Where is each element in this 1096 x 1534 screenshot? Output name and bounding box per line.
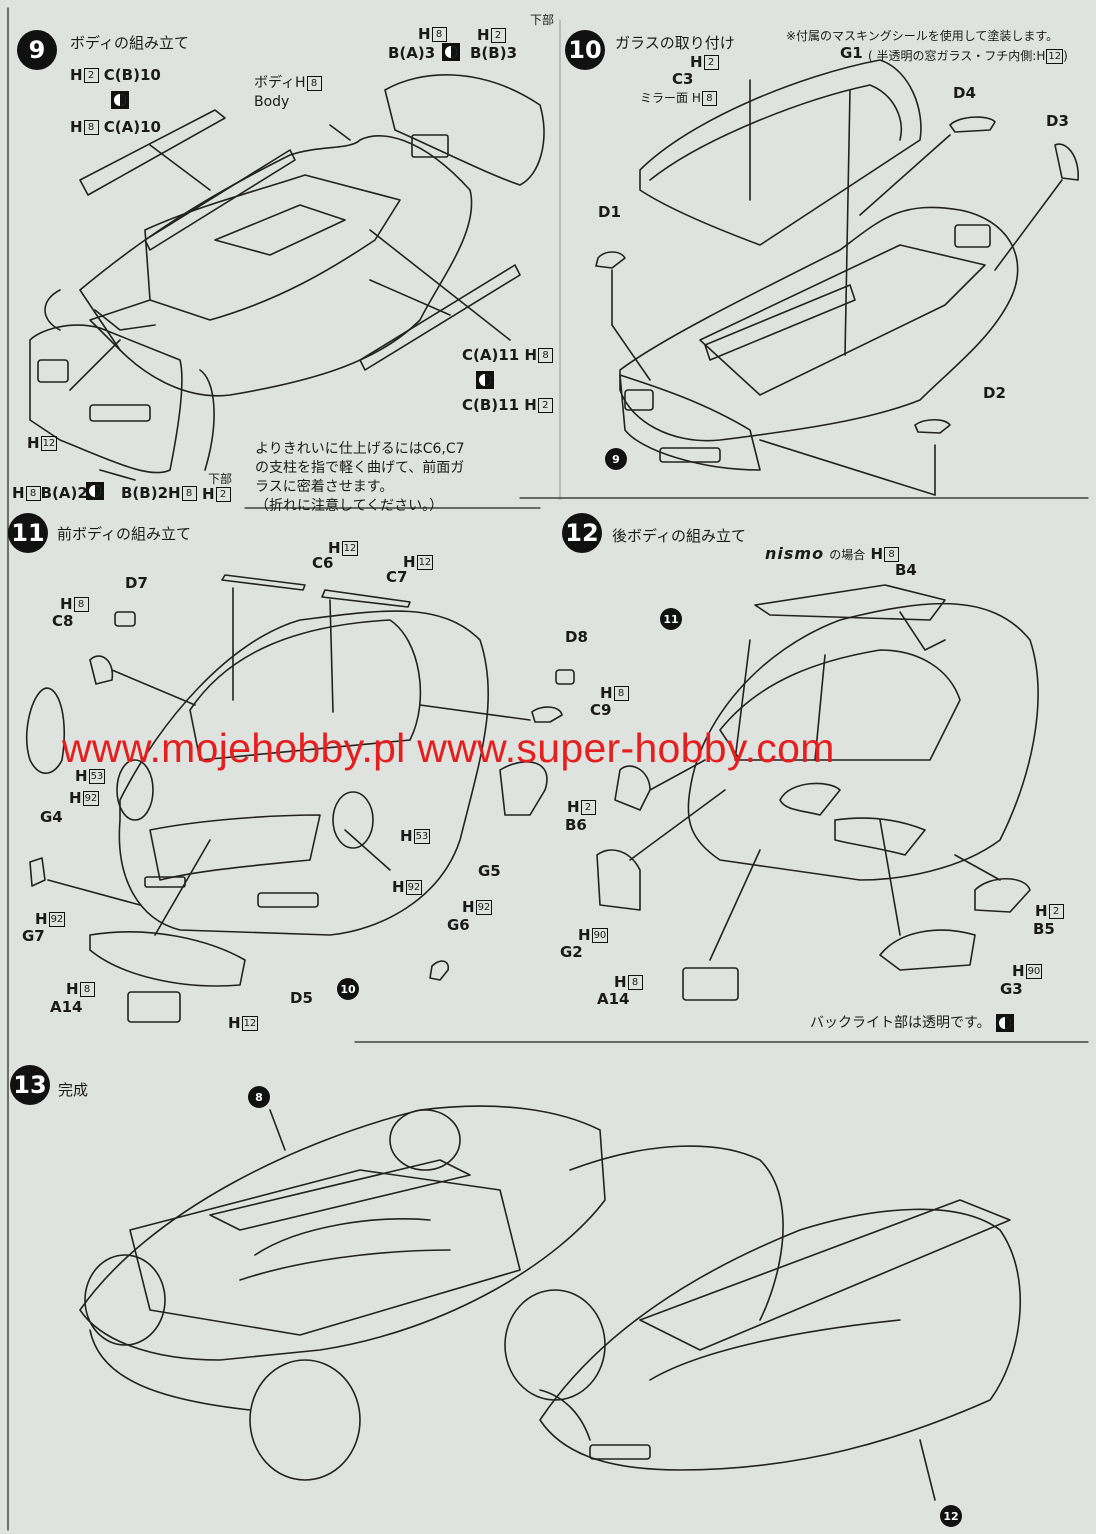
clear-paint-icon [475,370,495,390]
step-12-badge: 12 [562,513,602,553]
step9-body-drawing [29,74,545,481]
label-d7: D7 [125,574,148,592]
step12-drawing [596,584,1039,1001]
label-bb3: B(B)3 [470,44,518,62]
label-b6: B6 [565,816,587,834]
label-d3: D3 [1046,112,1069,130]
label-a14: A14 [50,998,83,1016]
step-11-title: 前ボディの組み立て [57,525,191,543]
label-c8: C8 [52,612,74,630]
watermark-text: www.mojehobby.pl www.super-hobby.com [62,725,835,771]
label-b5: B5 [1033,920,1055,938]
label-c9: C9 [590,701,612,719]
label-c6: C6 [312,554,334,572]
step-13-badge: 13 [10,1065,50,1105]
label-c7: C7 [386,568,408,586]
label-d4: D4 [953,84,976,102]
mask-note: ※付属のマスキングシールを使用して塗装します。 [786,29,1059,43]
step-10-title: ガラスの取り付け [615,34,735,52]
label-g5: G5 [478,862,501,880]
label-g4: G4 [40,808,63,826]
label-g7: G7 [22,927,45,945]
step-12-title: 後ボディの組み立て [612,527,746,545]
step10-drawing [595,59,1079,496]
label-g6: G6 [447,916,470,934]
ref-step-11: 11 [660,608,682,630]
label-c3: C3 [672,70,694,88]
label-bb2-under: 下部 [208,472,233,486]
backlight-note: バックライト部は透明です。 [810,1013,1015,1033]
ref-step-8: 8 [248,1086,270,1108]
label-a14: A14 [597,990,630,1008]
step-9-title: ボディの組み立て [70,34,189,52]
step-9-badge: 9 [17,30,57,70]
ref-step-9: 9 [605,448,627,470]
step11-drawing [26,574,575,1023]
ref-step-10: 10 [337,978,359,1000]
label-g3: G3 [1000,980,1023,998]
step-13-title: 完成 [58,1081,89,1099]
clear-paint-icon [85,481,105,501]
label-bb3-under: 下部 [530,13,555,27]
label-ba3: B(A)3 [388,44,436,62]
label-d2: D2 [983,384,1006,402]
label-b4: B4 [895,561,917,579]
label-d1: D1 [598,203,621,221]
step-11-badge: 11 [8,513,48,553]
label-g2: G2 [560,943,583,961]
ref-step-12: 12 [940,1505,962,1527]
step-10-badge: 10 [565,30,605,70]
label-d8: D8 [565,628,588,646]
label-g1: G1 [840,44,863,62]
clear-paint-icon [441,42,461,62]
clear-paint-icon [110,90,130,110]
label-d5: D5 [290,989,313,1007]
clear-paint-icon [996,1014,1015,1032]
step13-drawing [79,1105,1022,1501]
